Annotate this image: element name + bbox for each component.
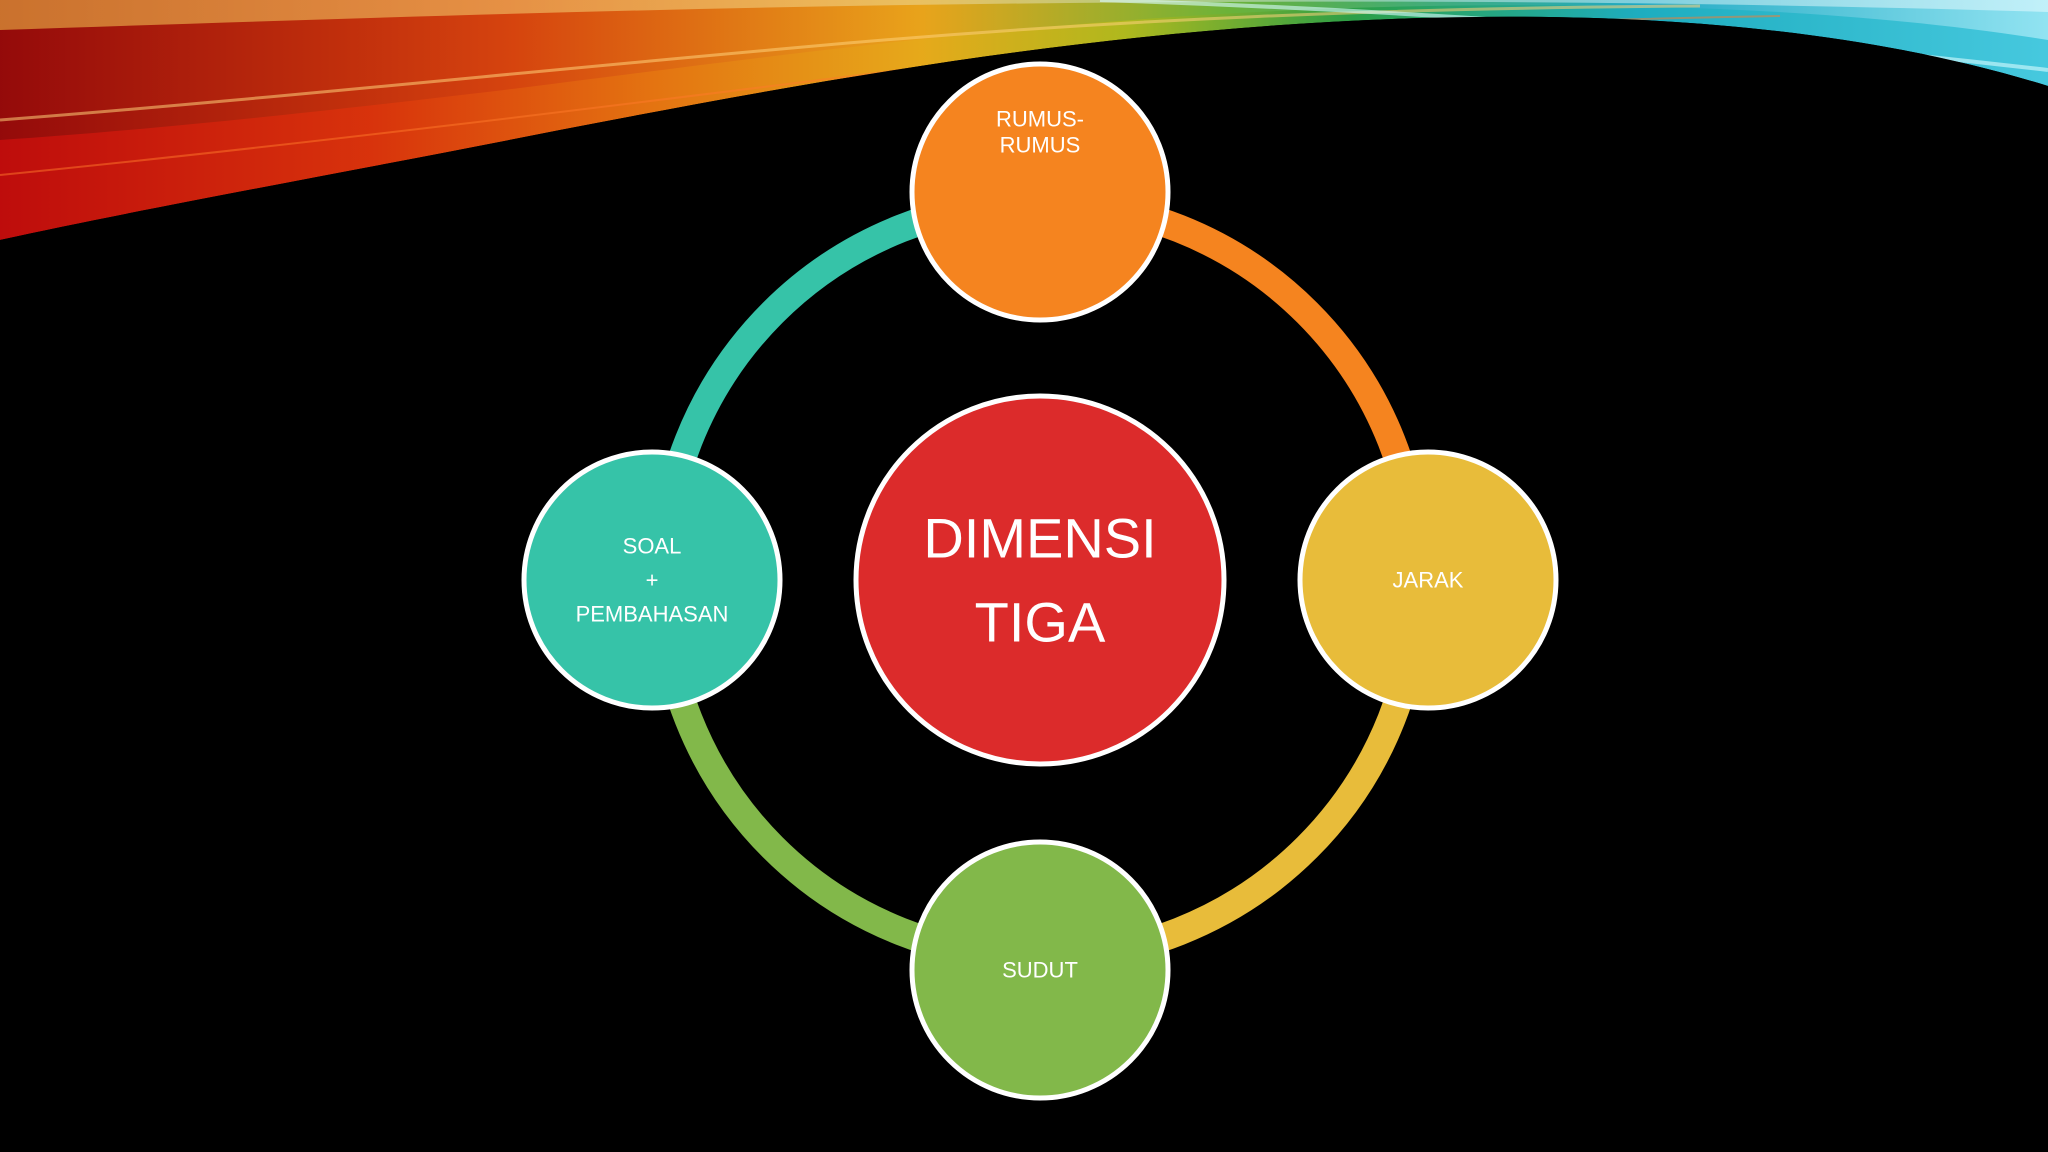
node-bottom: SUDUT <box>909 839 1171 1101</box>
node-left-circle <box>521 449 783 711</box>
node-top-label: RUMUS-RUMUS <box>996 107 1084 158</box>
node-top-circle <box>909 61 1171 323</box>
node-left: SOAL+PEMBAHASAN <box>521 449 783 711</box>
node-right-label: JARAK <box>1393 568 1464 593</box>
node-bottom-label: SUDUT <box>1002 958 1078 983</box>
node-top: RUMUS-RUMUS <box>909 61 1171 323</box>
outer-nodes: RUMUS-RUMUS JARAK SUDUT SOAL+PEMBAHASAN <box>521 61 1559 1101</box>
node-bottom-circle <box>909 839 1171 1101</box>
center-circle <box>853 393 1227 767</box>
node-right: JARAK <box>1297 449 1559 711</box>
node-right-circle <box>1297 449 1559 711</box>
node-left-label: SOAL+PEMBAHASAN <box>576 534 729 627</box>
